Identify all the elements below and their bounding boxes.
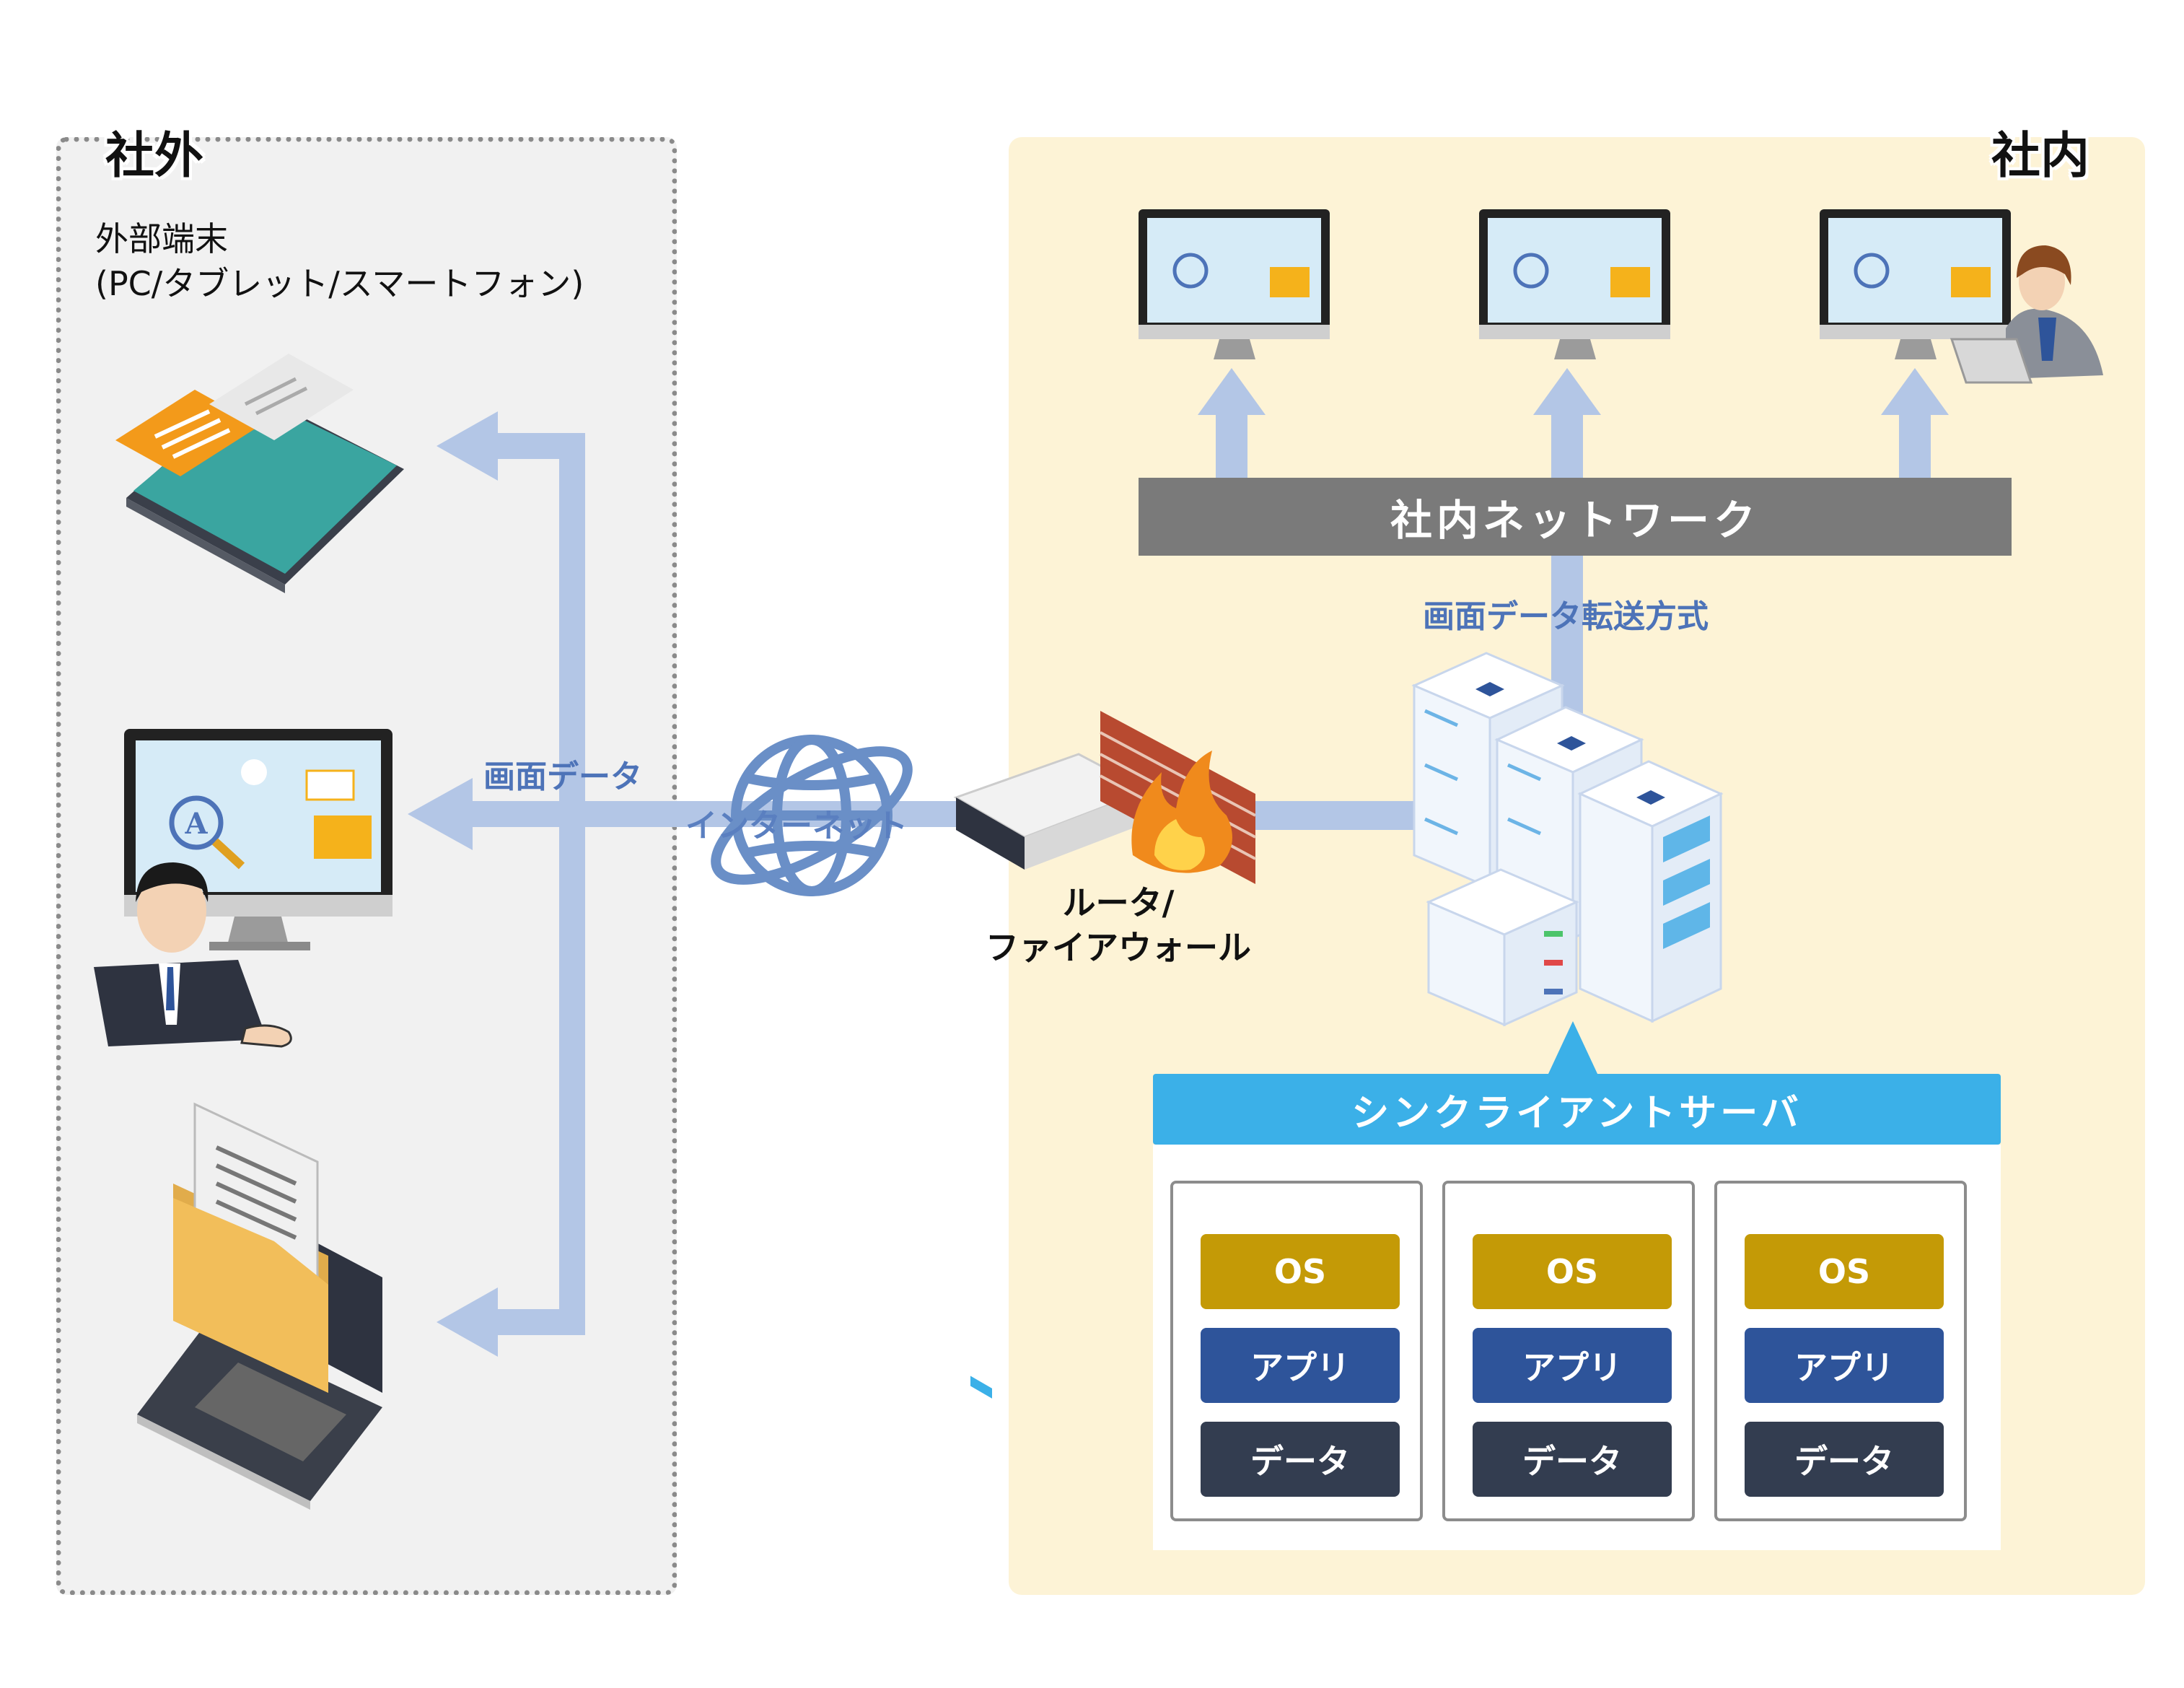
os-block: OS: [1201, 1234, 1400, 1309]
app-block: アプリ: [1745, 1328, 1944, 1403]
transfer-method-label: 画面データ転送方式: [1423, 598, 1709, 635]
office-monitor-icon: [1139, 209, 1330, 359]
server-rack-icon: [1411, 652, 1724, 1027]
internet-label: インターネット: [685, 808, 908, 844]
internal-arrows: [1198, 368, 1949, 1075]
os-block: OS: [1745, 1234, 1944, 1309]
outside-zone-title: 社外: [105, 128, 204, 185]
virtual-machine-3: OS アプリ データ: [1714, 1181, 1967, 1521]
router-icon: [953, 753, 1150, 1399]
inside-zone-title: 社内: [1991, 128, 2090, 185]
screen-data-label: 画面データ: [483, 758, 642, 795]
tablet-icon: [115, 354, 404, 593]
internal-network-bar: 社内ネットワーク: [1139, 478, 2012, 556]
businessman-icon: [94, 862, 292, 1048]
virtual-machine-1: OS アプリ データ: [1170, 1181, 1423, 1521]
external-terminal-label: 外部端末 (PC/タブレット/スマートフォン): [95, 219, 584, 303]
office-monitor-icon: [1820, 209, 2011, 359]
virtual-machine-2: OS アプリ データ: [1442, 1181, 1695, 1521]
businesswoman-icon: [1950, 245, 2103, 384]
data-block: データ: [1201, 1422, 1400, 1497]
router-firewall-label: ルータ/ ファイアウォール: [986, 883, 1251, 967]
office-monitor-icon: [1479, 209, 1670, 359]
laptop-folder-icon: [137, 1102, 382, 1510]
os-block: OS: [1473, 1234, 1672, 1309]
globe-icon: [711, 735, 913, 896]
thin-client-server-bar: シンクライアントサーバ: [1153, 1074, 2001, 1145]
data-block: データ: [1473, 1422, 1672, 1497]
app-block: アプリ: [1473, 1328, 1672, 1403]
data-block: データ: [1745, 1422, 1944, 1497]
firewall-icon: [1100, 711, 1256, 884]
svg-text:A: A: [184, 807, 208, 841]
app-block: アプリ: [1201, 1328, 1400, 1403]
